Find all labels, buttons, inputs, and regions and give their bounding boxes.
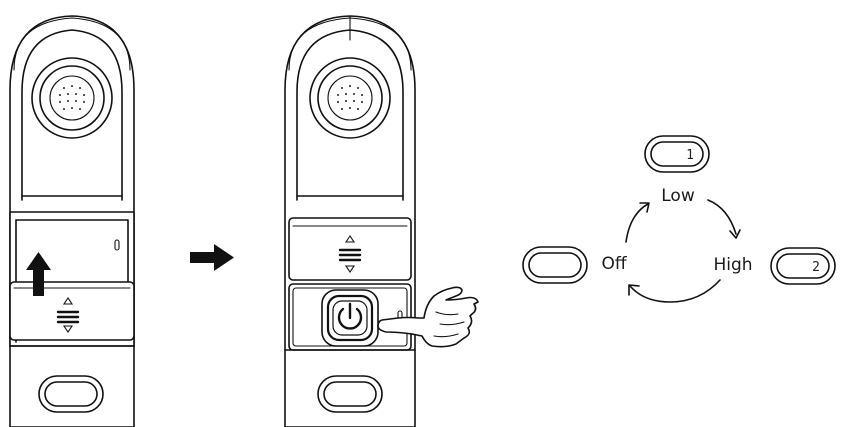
cycle-arrow-high-to-off: [628, 279, 721, 303]
base-button[interactable]: [38, 375, 104, 413]
off-label: Off: [601, 254, 627, 274]
arrow-right-icon: [190, 244, 234, 271]
cycle-arrow-low-to-high: [707, 199, 741, 239]
device-panel-closed-cover: [9, 15, 135, 427]
up-triangle-icon: [62, 297, 74, 305]
speaker-grill: [59, 85, 85, 110]
speaker-head: [309, 57, 391, 139]
device-panel-open-cover: [284, 15, 479, 427]
base-button[interactable]: [317, 375, 383, 413]
cycle-arrow-off-to-low: [625, 202, 650, 243]
low-label: Low: [661, 186, 695, 206]
high-indicator-digit: 2: [812, 260, 820, 275]
power-button[interactable]: [321, 289, 379, 347]
down-triangle-icon: [344, 265, 356, 273]
off-indicator: [522, 246, 588, 284]
speaker-grill: [337, 85, 363, 110]
arrow-up-icon: [26, 252, 51, 296]
speaker-head: [31, 57, 113, 139]
device-handle: [21, 29, 123, 201]
high-indicator: 2: [770, 247, 836, 285]
high-label: High: [713, 255, 752, 275]
mode-cycle-diagram: 1 2 Low High Off: [522, 135, 836, 303]
up-triangle-icon: [344, 235, 356, 243]
low-indicator: 1: [644, 135, 710, 173]
low-indicator-digit: 1: [686, 148, 694, 163]
pointing-hand-icon: [377, 286, 479, 348]
power-icon: [337, 302, 363, 330]
down-triangle-icon: [62, 325, 74, 333]
